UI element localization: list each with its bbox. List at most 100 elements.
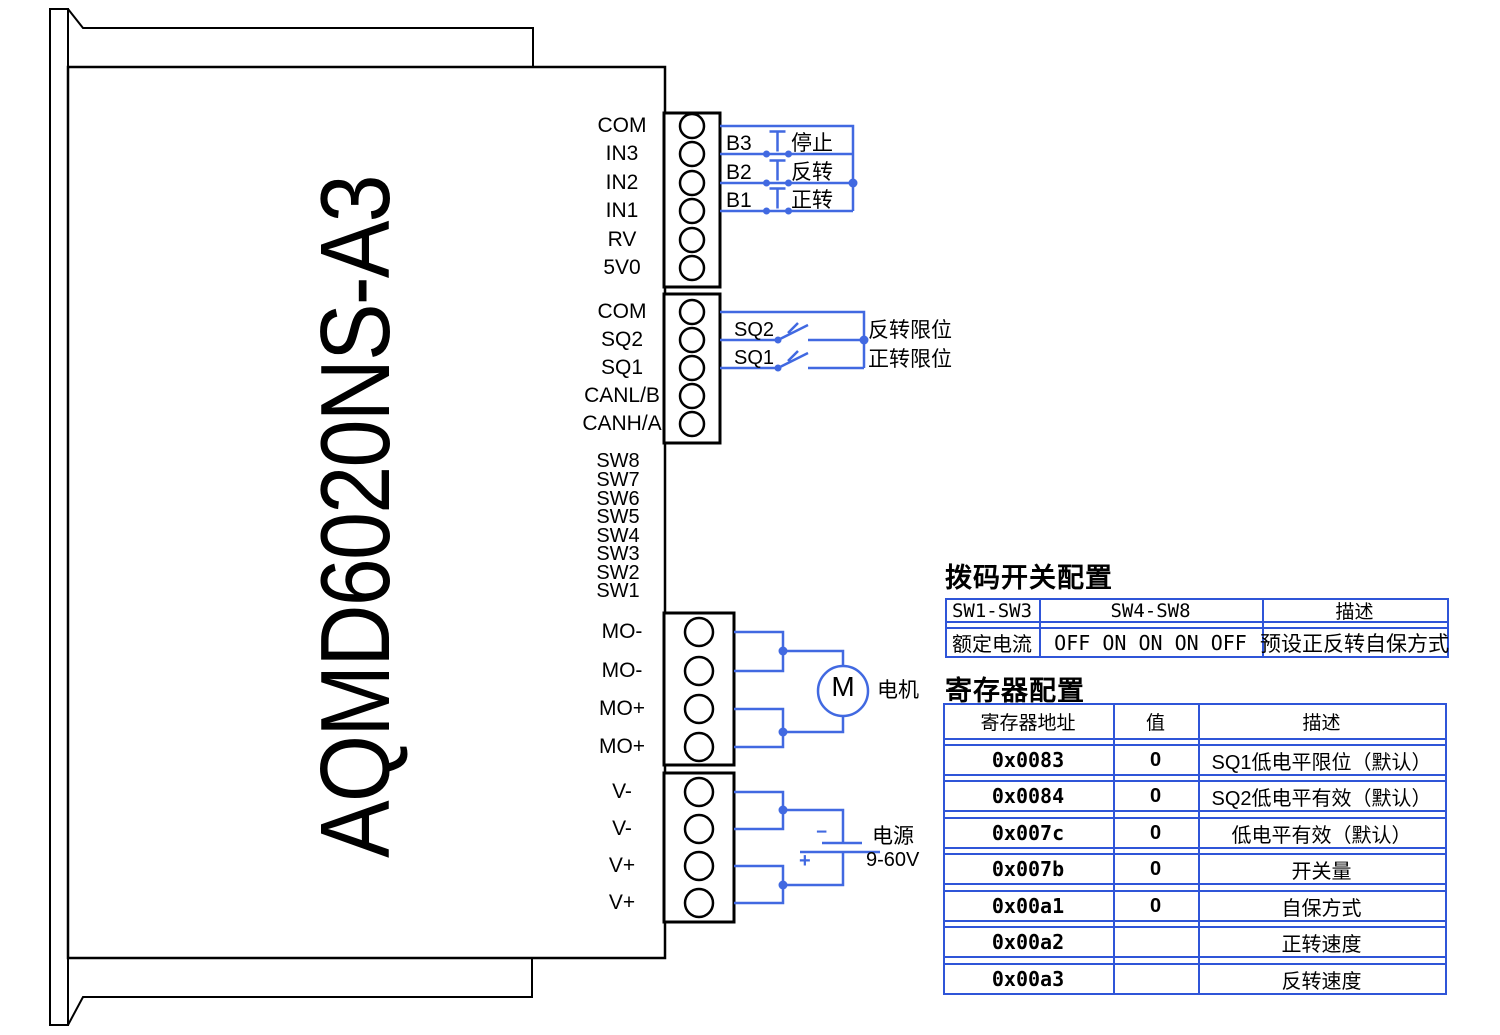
limit-label-forward: 正转限位 bbox=[868, 348, 952, 371]
battery-minus-sign: − bbox=[816, 822, 828, 843]
contact-dot bbox=[763, 179, 770, 187]
terminal-circle bbox=[678, 298, 706, 326]
pin-label-sq1: SQ1 bbox=[600, 356, 644, 379]
limit-switch-symbol-sq2 bbox=[777, 322, 809, 342]
pin-label-com2: COM bbox=[597, 300, 647, 323]
table-border bbox=[1445, 703, 1447, 995]
battery-plus-sign: + bbox=[799, 850, 811, 872]
reg-address: 0x00a1 bbox=[991, 894, 1065, 918]
junction-dot bbox=[778, 727, 788, 737]
pin-label-v-plus-2: V+ bbox=[608, 891, 636, 914]
reg-value: 0 bbox=[1149, 821, 1162, 844]
pin-label-sw1: SW1 bbox=[596, 580, 640, 602]
reg-value: 0 bbox=[1149, 748, 1162, 771]
push-button-symbol-b2 bbox=[769, 159, 786, 181]
contact-dot bbox=[785, 150, 792, 158]
table-row: 0x00a2 正转速度 bbox=[943, 926, 1447, 958]
pin-label-canha: CANH/A bbox=[582, 412, 662, 435]
dip-cell-current: 额定电流 bbox=[952, 634, 1032, 656]
button-action-stop: 停止 bbox=[791, 132, 833, 155]
reg-address: 0x0083 bbox=[991, 748, 1065, 772]
terminal-circle bbox=[683, 693, 715, 725]
pin-label-in3: IN3 bbox=[605, 142, 639, 165]
pin-label-canlb: CANL/B bbox=[584, 384, 660, 407]
table-border bbox=[1113, 703, 1115, 995]
pin-label-sw6: SW6 bbox=[596, 487, 640, 510]
reg-address: 0x007c bbox=[991, 821, 1065, 845]
limit-switch-wiring bbox=[720, 310, 866, 370]
motor-junctions bbox=[778, 646, 788, 737]
reg-header-address: 寄存器地址 bbox=[980, 713, 1076, 734]
pin-label-sq2: SQ2 bbox=[600, 328, 644, 351]
register-table: 寄存器地址 值 描述 0x0083 0 SQ1低电平限位（默认） 0x0084 … bbox=[943, 703, 1447, 995]
terminal-circles bbox=[678, 112, 715, 919]
terminal-circle bbox=[678, 254, 706, 282]
reg-desc: 反转速度 bbox=[1281, 970, 1362, 993]
wire bbox=[734, 790, 845, 905]
table-header-row: 寄存器地址 值 描述 bbox=[943, 703, 1447, 740]
pin-label-mo-minus-1: MO- bbox=[601, 620, 643, 643]
reg-desc: SQ2低电平有效（默认） bbox=[1211, 787, 1432, 810]
wire bbox=[734, 630, 845, 749]
reg-desc: 自保方式 bbox=[1281, 897, 1362, 920]
reg-desc: SQ1低电平限位（默认） bbox=[1211, 751, 1432, 774]
reg-desc: 低电平有效（默认） bbox=[1231, 824, 1412, 847]
dip-header-sw1-sw3: SW1-SW3 bbox=[951, 599, 1033, 622]
pin-label-v-minus-2: V- bbox=[612, 817, 632, 840]
terminal-circle bbox=[678, 112, 706, 140]
table-row: 0x00a1 0 自保方式 bbox=[943, 890, 1447, 922]
table-row: 额定电流 OFF ON ON ON OFF 预设正反转自保方式 bbox=[945, 627, 1449, 658]
pin-label-rv: RV bbox=[607, 228, 637, 251]
contact-dot bbox=[763, 150, 770, 158]
terminal-circle bbox=[678, 226, 706, 254]
terminal-circle bbox=[678, 326, 706, 354]
button-id-b3: B3 bbox=[726, 132, 752, 155]
reg-value: 0 bbox=[1149, 784, 1162, 807]
button-action-forward: 正转 bbox=[791, 189, 833, 212]
model-label: AQMD6020NS-A3 bbox=[300, 176, 410, 858]
terminal-circle bbox=[683, 850, 715, 882]
reg-value: 0 bbox=[1149, 857, 1162, 880]
table-row: 0x0083 0 SQ1低电平限位（默认） bbox=[943, 744, 1447, 776]
table-border bbox=[1198, 703, 1200, 995]
pin-label-mo-plus-1: MO+ bbox=[598, 697, 646, 720]
device-body bbox=[66, 65, 667, 960]
reg-value bbox=[1115, 928, 1196, 956]
limit-switch-contacts bbox=[774, 335, 869, 372]
terminal-circle bbox=[683, 776, 715, 808]
wire bbox=[720, 310, 866, 370]
power-junctions bbox=[778, 805, 788, 890]
contact-dot bbox=[785, 179, 792, 187]
contact-dot bbox=[774, 364, 782, 372]
reg-desc: 正转速度 bbox=[1281, 933, 1362, 956]
motor-m-letter: M bbox=[831, 671, 855, 702]
switch-id-sq1: SQ1 bbox=[734, 347, 775, 369]
terminal-circle bbox=[678, 140, 706, 168]
table-header-row: SW1-SW3 SW4-SW8 描述 bbox=[945, 598, 1449, 623]
button-action-reverse: 反转 bbox=[791, 161, 833, 184]
reg-value bbox=[1115, 965, 1196, 993]
mounting-flange bbox=[49, 8, 69, 1026]
junction-dot bbox=[859, 335, 869, 345]
contact-dot bbox=[774, 336, 782, 344]
terminal-circle bbox=[678, 410, 706, 438]
pin-label-sw8: SW8 bbox=[596, 450, 640, 472]
pin-label-5v0: 5V0 bbox=[603, 256, 641, 279]
table-row: 0x00a3 反转速度 bbox=[943, 963, 1447, 995]
dip-header-desc: 描述 bbox=[1335, 602, 1374, 623]
push-button-symbol-b1 bbox=[769, 187, 786, 209]
pin-label-sw5: SW5 bbox=[596, 506, 640, 528]
dip-table: SW1-SW3 SW4-SW8 描述 额定电流 OFF ON ON ON OFF… bbox=[945, 598, 1449, 658]
push-button-symbol-b3 bbox=[769, 130, 786, 152]
junction-dot bbox=[778, 805, 788, 815]
pin-label-in1: IN1 bbox=[605, 199, 639, 222]
button-id-b2: B2 bbox=[726, 161, 752, 184]
reg-desc: 开关量 bbox=[1291, 860, 1352, 883]
terminal-circle bbox=[678, 169, 706, 197]
reg-header-value: 值 bbox=[1145, 713, 1165, 734]
dip-table-title: 拨码开关配置 bbox=[945, 563, 1113, 593]
dip-cell-code: OFF ON ON ON OFF bbox=[1054, 630, 1247, 655]
top-heatsink-fin bbox=[67, 8, 534, 67]
pin-label-mo-plus-2: MO+ bbox=[598, 735, 646, 758]
reg-address: 0x00a2 bbox=[991, 930, 1065, 954]
